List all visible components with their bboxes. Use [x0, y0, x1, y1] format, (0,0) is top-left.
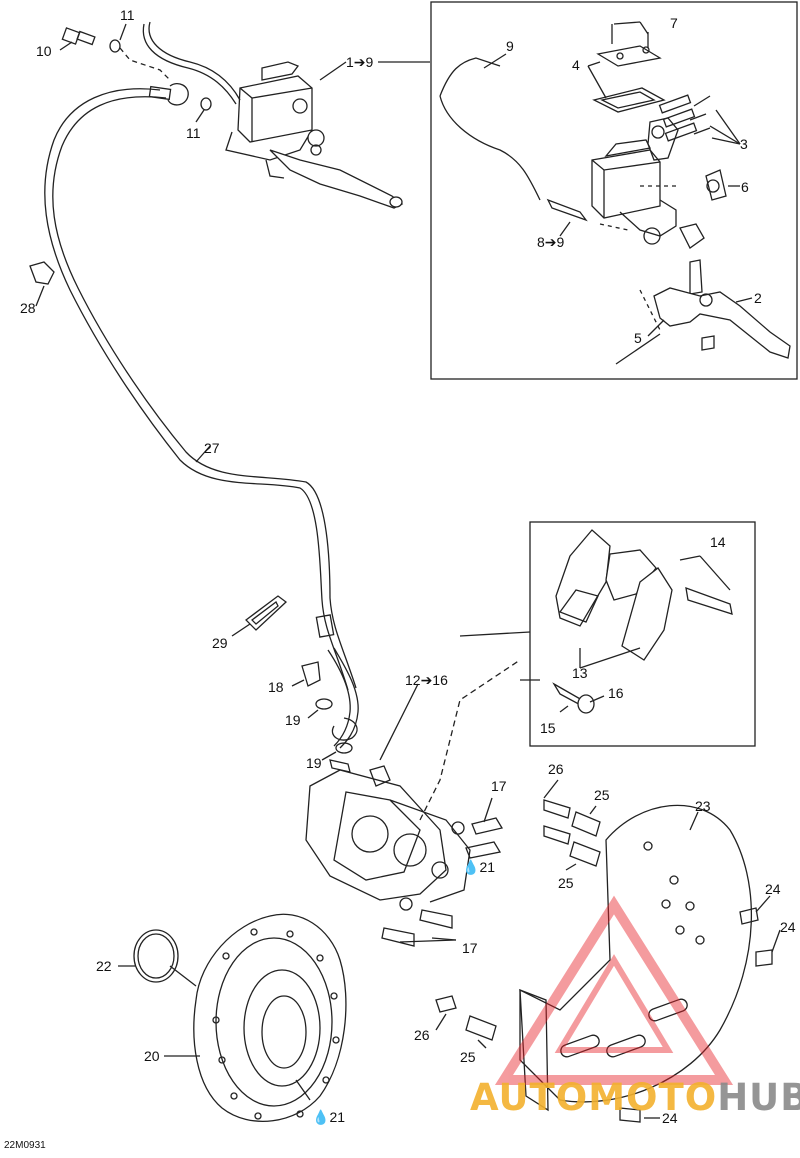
callout-21-caliper-text: 21 [479, 859, 496, 875]
callout-8: 8➔9 [537, 234, 565, 250]
inset-master-cylinder [439, 24, 791, 359]
callout-20: 20 [144, 1048, 160, 1064]
watermark-logo [494, 895, 734, 1085]
callout-17-lower: 17 [462, 940, 478, 956]
callout-16: 16 [608, 685, 624, 701]
banjo-bolt-top [61, 27, 212, 111]
callout-5: 5 [634, 330, 642, 346]
hose-grommet [245, 595, 288, 631]
callout-26-a: 26 [548, 761, 564, 777]
diagram-code: 22M0931 [4, 1140, 46, 1151]
callout-19-lower: 19 [306, 755, 322, 771]
callout-12: 12➔16 [405, 672, 448, 688]
callout-21-disc: 💧21 [312, 1109, 346, 1125]
callout-14: 14 [710, 534, 726, 550]
hose-clamp [29, 261, 55, 285]
callout-29: 29 [212, 635, 228, 651]
callout-25-c: 25 [460, 1049, 476, 1065]
brake-caliper [301, 661, 504, 947]
callout-28: 28 [20, 300, 36, 316]
brake-switch-wire [148, 21, 241, 101]
callout-27: 27 [204, 440, 220, 456]
callout-11-top: 11 [120, 7, 135, 23]
callout-15: 15 [540, 720, 556, 736]
callout-4: 4 [572, 57, 580, 73]
disc-guard [435, 799, 773, 1123]
callout-25-b: 25 [558, 875, 574, 891]
inset-brake-pads [552, 529, 733, 714]
watermark-text: AUTOMOTOHUB [470, 1076, 800, 1119]
callout-1: 1➔9 [346, 54, 374, 70]
callout-6: 6 [741, 179, 749, 195]
callout-18: 18 [268, 679, 284, 695]
brake-disc [133, 913, 347, 1122]
watermark-text-part2: HUB [717, 1076, 800, 1119]
brake-pad-detail-frame [529, 521, 756, 747]
callout-24-c: 24 [662, 1110, 678, 1126]
callout-23: 23 [695, 798, 711, 814]
callout-7: 7 [670, 15, 678, 31]
callout-25-a: 25 [594, 787, 610, 803]
callout-19-upper: 19 [285, 712, 301, 728]
callout-24-a: 24 [765, 881, 781, 897]
master-cylinder-detail-frame [430, 1, 798, 380]
callout-26-b: 26 [414, 1027, 430, 1043]
callout-9: 9 [506, 38, 514, 54]
disc-o-ring [133, 929, 179, 983]
callout-17-upper: 17 [491, 778, 507, 794]
watermark-text-part1: AUTOMOTO [470, 1076, 718, 1119]
master-cylinder-main [225, 61, 404, 209]
callout-13: 13 [572, 665, 588, 681]
brake-hose [44, 85, 359, 749]
callout-11-lower: 11 [186, 125, 201, 141]
callout-3: 3 [740, 136, 748, 152]
callout-2: 2 [754, 290, 762, 306]
callout-21-disc-text: 21 [329, 1109, 346, 1125]
callout-22: 22 [96, 958, 112, 974]
callout-24-b: 24 [780, 919, 796, 935]
callout-10: 10 [36, 43, 52, 59]
callout-21-caliper: 💧21 [462, 859, 496, 875]
